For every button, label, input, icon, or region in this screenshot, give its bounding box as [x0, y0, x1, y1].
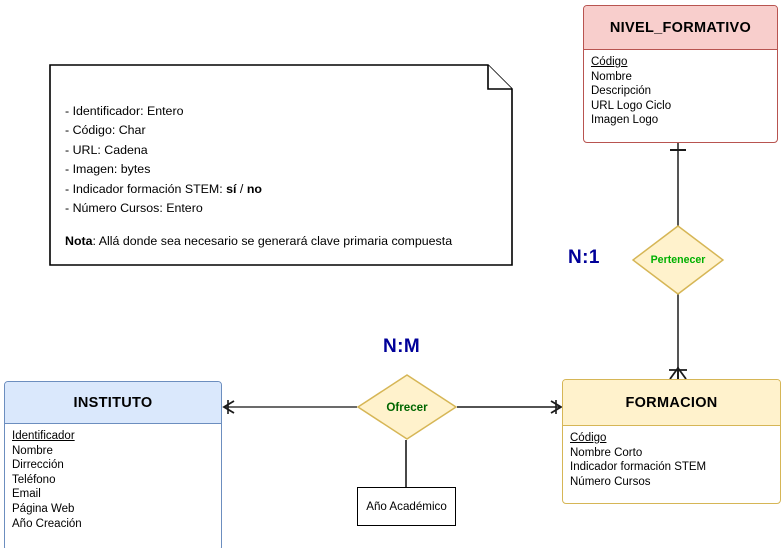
attribute-row: Nombre — [591, 70, 632, 83]
attribute-row: Teléfono — [12, 473, 56, 486]
stem-si: sí — [226, 181, 237, 196]
note-spacer — [65, 218, 501, 232]
entity-title-formacion: FORMACION — [563, 380, 780, 426]
attribute-row: Código — [591, 56, 628, 68]
stem-prefix: - Indicador formación STEM: — [65, 181, 227, 196]
attribute-row: Código — [570, 432, 607, 444]
note-shape — [49, 64, 513, 266]
note-footer: Nota: Allá donde sea necesario se genera… — [65, 232, 501, 251]
entity-nivel-formativo[interactable]: NIVEL_FORMATIVO Código Nombre Descripció… — [583, 5, 778, 143]
note-box: - Identificador: Entero - Código: Char -… — [49, 64, 513, 266]
note-footer-label: Nota — [65, 234, 93, 249]
entity-formacion[interactable]: FORMACION Código Nombre Corto Indicador … — [562, 379, 781, 504]
cardinality-label-nm: N:M — [383, 336, 421, 357]
note-line: - Número Cursos: Entero — [65, 201, 203, 216]
attribute-row: Nombre Corto — [570, 446, 643, 459]
stem-separator: / — [236, 181, 247, 196]
entity-title-nivel-formativo: NIVEL_FORMATIVO — [584, 6, 777, 50]
crowsfoot-many — [669, 366, 687, 380]
entity-instituto[interactable]: INSTITUTO Identificador Nombre Dirrecció… — [4, 381, 222, 548]
entity-title-instituto: INSTITUTO — [5, 382, 221, 424]
entity-attributes-nivel-formativo: Código Nombre Descripción URL Logo Ciclo… — [584, 50, 777, 132]
attribute-row: Número Cursos — [570, 475, 651, 488]
attribute-row: Identificador — [12, 430, 75, 442]
entity-attributes-formacion: Código Nombre Corto Indicador formación … — [563, 426, 780, 494]
attribute-row: Indicador formación STEM — [570, 461, 707, 474]
attribute-row: URL Logo Ciclo — [591, 99, 672, 112]
note-text: - Identificador: Entero - Código: Char -… — [65, 102, 501, 252]
attribute-row: Nombre — [12, 444, 53, 457]
relationship-pertenecer[interactable]: Pertenecer — [632, 225, 724, 295]
attribute-row: Imagen Logo — [591, 114, 659, 127]
note-line: - Identificador: Entero — [65, 104, 184, 118]
note-footer-text: : Allá donde sea necesario se generará c… — [92, 234, 453, 249]
note-line: - URL: Cadena — [65, 142, 148, 157]
cardinality-label-n1: N:1 — [568, 247, 600, 268]
attribute-row: Email — [12, 488, 41, 501]
attribute-row: Página Web — [12, 502, 75, 515]
relationship-ofrecer[interactable]: Ofrecer — [357, 374, 457, 440]
arrowhead-to-instituto — [222, 400, 235, 414]
diamond-shape-ofrecer — [357, 374, 457, 440]
attribute-row: Año Creación — [12, 517, 82, 530]
note-line: - Imagen: bytes — [65, 162, 151, 177]
note-line: - Código: Char — [65, 123, 146, 138]
stem-no: no — [246, 181, 262, 196]
note-line-stem: - Indicador formación STEM: sí / no — [65, 180, 501, 199]
entity-attributes-instituto: Identificador Nombre Dirrección Teléfono… — [5, 424, 221, 536]
relationship-attribute-anio-academico[interactable]: Año Académico — [357, 487, 456, 526]
arrowhead-to-formacion — [550, 400, 563, 414]
diamond-shape-pertenecer — [632, 225, 724, 295]
attribute-row: Dirrección — [12, 459, 64, 472]
attribute-row: Descripción — [591, 85, 652, 98]
